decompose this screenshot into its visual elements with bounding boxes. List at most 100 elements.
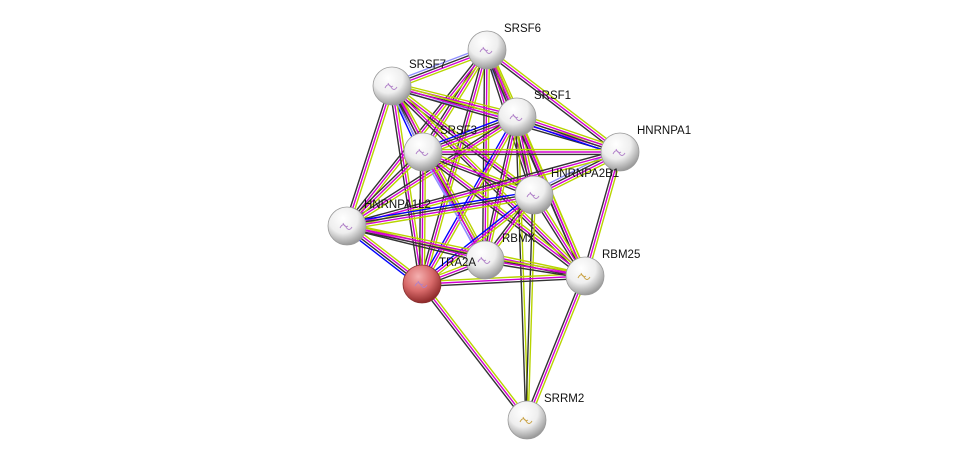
node-srrm2[interactable]: SRRM2 <box>507 393 584 440</box>
edge-evidence-experiments <box>346 85 393 227</box>
node-label: RBMX <box>502 233 536 245</box>
edge-evidence-textmining <box>393 83 536 194</box>
protein-structure-icon <box>509 113 523 121</box>
edge-evidence-textmining <box>486 117 521 261</box>
edge-evidence-textmining <box>348 86 395 227</box>
node-srsf3[interactable]: SRSF3 <box>403 125 477 172</box>
edge-evidence-textmining <box>347 222 586 275</box>
edge-evidence-experiments <box>526 275 586 421</box>
edge-evidence-textmining <box>394 83 489 259</box>
protein-structure-icon <box>384 82 398 90</box>
edge-evidence-experiments <box>421 275 586 285</box>
edge-evidence-coexpression <box>388 86 421 285</box>
edge-evidence-coexpression <box>346 149 620 225</box>
edge-evidence-textmining <box>393 83 588 275</box>
node-sphere[interactable] <box>467 30 507 70</box>
node-sphere[interactable] <box>465 240 505 280</box>
edge-HNRNPA2B1-SRRM2[interactable] <box>525 194 536 421</box>
protein-structure-icon <box>415 148 429 156</box>
edge-evidence-experiments <box>391 85 586 277</box>
edge-evidence-experiments <box>422 151 535 196</box>
edge-evidence-coexpression <box>344 85 391 226</box>
node-hnrnpa1[interactable]: HNRNPA1 <box>600 125 691 172</box>
node-sphere[interactable] <box>507 400 547 440</box>
node-tra2a[interactable]: TRA2A <box>402 257 476 304</box>
protein-structure-icon <box>479 46 493 54</box>
node-sphere[interactable] <box>514 175 554 215</box>
edge-HNRNPA1-HNRNPA1L2[interactable] <box>346 149 621 229</box>
protein-structure-icon <box>339 222 353 230</box>
node-label: RBM25 <box>602 249 640 261</box>
node-label: SRRM2 <box>544 393 584 405</box>
node-sphere[interactable] <box>402 264 442 304</box>
edge-SRSF7-HNRNPA1L2[interactable] <box>344 85 395 227</box>
node-label: SRSF1 <box>534 90 571 102</box>
edge-RBM25-SRRM2[interactable] <box>524 274 588 422</box>
edge-evidence-experiments <box>346 151 621 227</box>
edge-evidence-textmining <box>423 282 530 419</box>
edge-TRA2A-RBM25[interactable] <box>421 272 586 288</box>
edge-evidence-coexpression <box>389 87 584 279</box>
edge-evidence-cooccurrence <box>419 115 516 284</box>
node-srsf7[interactable]: SRSF7 <box>372 59 446 106</box>
edge-HNRNPA1-RBM25[interactable] <box>582 151 623 277</box>
edge-SRSF3-HNRNPA2B1[interactable] <box>421 149 536 198</box>
node-sphere[interactable] <box>372 66 412 106</box>
edge-evidence-coexpression <box>419 285 526 422</box>
edge-evidence-experiments <box>421 194 535 285</box>
edge-evidence-textmining <box>528 276 588 422</box>
node-hnrnpa2b1[interactable]: HNRNPA2B1 <box>514 168 619 215</box>
edge-evidence-textmining <box>423 149 536 194</box>
node-sphere[interactable] <box>403 132 443 172</box>
protein-structure-icon <box>612 148 626 156</box>
edge-evidence-coexpression <box>346 193 534 226</box>
edge-evidence-experiments <box>421 116 518 285</box>
edge-SRSF7-RBM25[interactable] <box>389 83 588 279</box>
node-hnrnpa1l2[interactable]: HNRNPA1L2 <box>327 199 431 246</box>
node-label: TRA2A <box>439 257 476 269</box>
edge-evidence-coexpression <box>421 153 584 279</box>
node-rbmx[interactable]: RBMX <box>465 233 536 280</box>
edge-evidence-textmining <box>423 152 427 285</box>
node-label: HNRNPA1L2 <box>364 199 431 211</box>
edge-evidence-textmining <box>347 197 535 231</box>
edge-evidence-coexpression <box>421 153 534 198</box>
edge-SRSF6-HNRNPA1[interactable] <box>485 47 622 155</box>
node-label: SRSF6 <box>504 23 541 35</box>
edge-evidence-experiments <box>421 151 424 285</box>
edge-SRSF3-RBM25[interactable] <box>421 149 587 279</box>
edge-evidence-coexpression <box>525 194 534 420</box>
node-sphere[interactable] <box>497 97 537 137</box>
edge-evidence-coexpression <box>422 277 586 288</box>
edge-evidence-cooccurrence <box>420 192 533 283</box>
edge-TRA2A-SRRM2[interactable] <box>419 282 530 422</box>
node-label: SRSF7 <box>409 59 446 71</box>
node-rbm25[interactable]: RBM25 <box>565 249 640 296</box>
edge-HNRNPA2B1-TRA2A[interactable] <box>420 192 536 287</box>
node-srsf6[interactable]: SRSF6 <box>467 23 541 70</box>
edge-evidence-experiments <box>484 116 518 261</box>
edge-evidence-cooccurrence <box>346 190 534 224</box>
protein-structure-icon <box>519 416 533 424</box>
edge-evidence-experiments <box>486 49 621 153</box>
edge-evidence-experiments <box>421 283 528 421</box>
edge-evidence-experiments <box>584 151 621 277</box>
node-srsf1[interactable]: SRSF1 <box>497 90 571 137</box>
node-sphere[interactable] <box>600 132 640 172</box>
edge-SRSF3-HNRNPA1[interactable] <box>423 148 620 156</box>
edge-evidence-coexpression <box>485 51 619 155</box>
node-sphere[interactable] <box>565 256 605 296</box>
edge-HNRNPA2B1-HNRNPA1L2[interactable] <box>346 190 535 231</box>
protein-structure-icon <box>414 280 428 288</box>
node-sphere[interactable] <box>327 206 367 246</box>
edge-evidence-coexpression <box>390 87 533 198</box>
edge-evidence-textmining <box>424 149 587 275</box>
edge-evidence-textmining <box>586 152 623 277</box>
edge-evidence-textmining <box>421 272 585 283</box>
edge-evidence-textmining <box>527 195 536 421</box>
edge-evidence-experiments <box>422 151 586 277</box>
edge-evidence-textmining <box>488 47 622 151</box>
edge-evidence-textmining <box>423 196 536 287</box>
edge-evidence-textmining <box>347 153 621 229</box>
